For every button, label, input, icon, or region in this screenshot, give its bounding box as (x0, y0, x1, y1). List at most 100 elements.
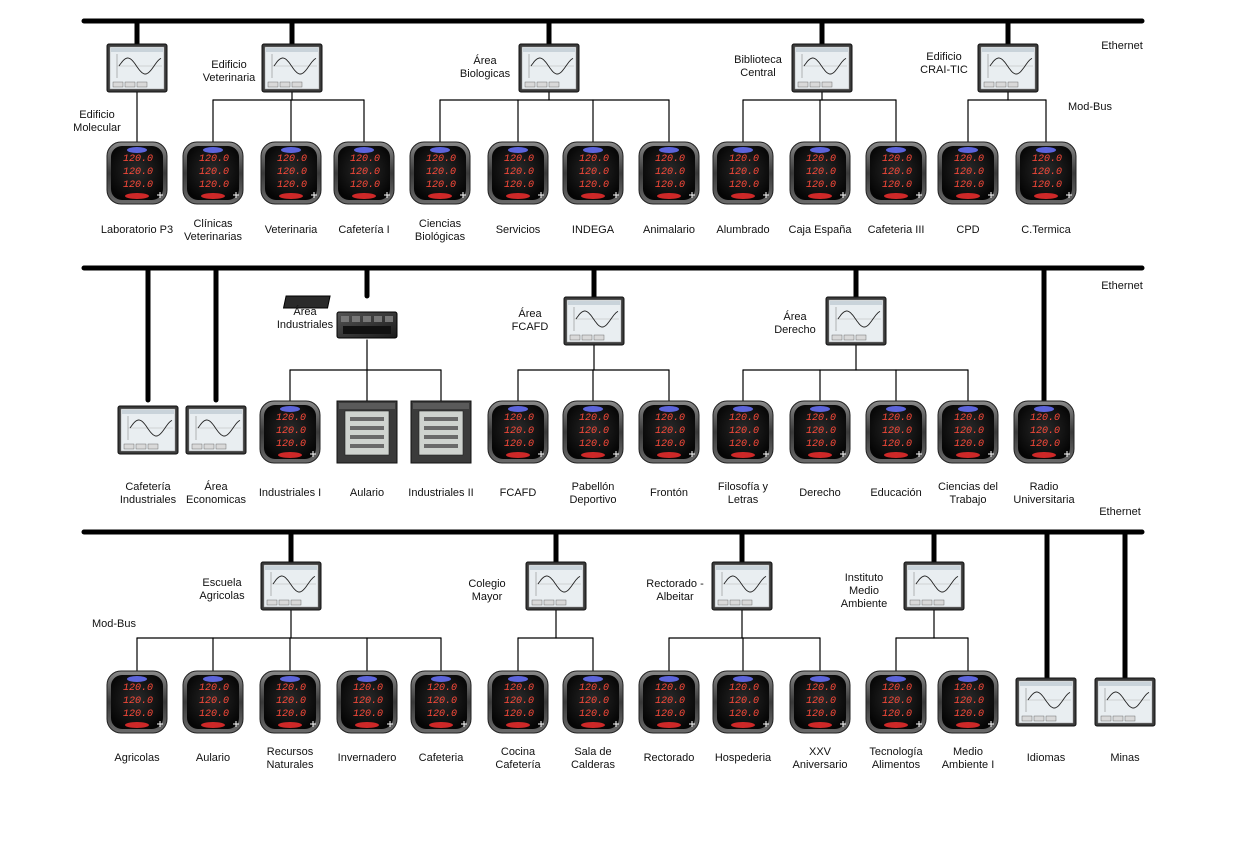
meter-label-row1-6: INDEGA (571, 224, 615, 236)
ethernet-label-3: Ethernet (1099, 506, 1141, 518)
sine-wave-icon (118, 57, 162, 75)
meter-reading: 120.0 (579, 426, 609, 437)
meter-reading: 120.0 (882, 413, 912, 424)
meter-reading: 120.0 (276, 439, 306, 450)
meter-reading: 120.0 (276, 696, 306, 707)
meter-reading: 120.0 (199, 154, 229, 165)
meter-reading: 120.0 (882, 709, 912, 720)
meter-reading: 120.0 (123, 167, 153, 178)
gateway-display-row3-1 (525, 561, 587, 611)
meter-reading: 120.0 (806, 413, 836, 424)
meter-label-row1-4: Ciencias Biológicas (414, 218, 466, 243)
meter-reading: 120.0 (655, 413, 685, 424)
meter-reading: 120.0 (806, 439, 836, 450)
meter-reading: 120.0 (276, 709, 306, 720)
meter-reading: 120.0 (655, 439, 685, 450)
meter-reading: 120.0 (1032, 167, 1062, 178)
meter-reading: 120.0 (426, 180, 456, 191)
sine-wave-icon (537, 575, 581, 593)
modbus-label-1: Mod-Bus (1067, 101, 1113, 113)
meter-reading: 120.0 (426, 167, 456, 178)
meter-reading: 120.0 (954, 167, 984, 178)
meter-reading: 120.0 (882, 180, 912, 191)
meter-reading: 120.0 (729, 426, 759, 437)
meter-reading: 120.0 (954, 696, 984, 707)
device-label-row2-9: Derecho (799, 487, 841, 499)
energy-meter-row1-11: 120.0 120.0 120.0 (937, 141, 999, 205)
meter-reading: 120.0 (729, 154, 759, 165)
meter-label-row1-12: C.Termica (1021, 224, 1071, 236)
device-label-row3-1: Aulario (195, 752, 231, 764)
meter-reading: 120.0 (123, 709, 153, 720)
meter-reading: 120.0 (199, 696, 229, 707)
panel-meter-row2-4 (410, 400, 472, 464)
meter-reading: 120.0 (427, 683, 457, 694)
gateway-label-row3-0: Escuela Agricolas (199, 577, 245, 602)
gateway-label-row1-0: Edificio Molecular (73, 109, 121, 134)
sine-wave-icon (530, 57, 574, 75)
meter-label-row1-5: Servicios (495, 224, 541, 236)
meter-reading: 120.0 (277, 167, 307, 178)
meter-reading: 120.0 (954, 180, 984, 191)
device-label-row2-2: Industriales I (258, 487, 322, 499)
device-label-row2-1: Área Economicas (186, 481, 246, 506)
energy-meter-row2-7: 120.0 120.0 120.0 (638, 400, 700, 464)
meter-reading: 120.0 (729, 413, 759, 424)
sine-wave-icon (272, 575, 316, 593)
meter-reading: 120.0 (954, 709, 984, 720)
meter-reading: 120.0 (350, 167, 380, 178)
meter-reading: 120.0 (954, 154, 984, 165)
meter-label-row1-10: Cafeteria III (867, 224, 925, 236)
meter-reading: 120.0 (427, 709, 457, 720)
meter-reading: 120.0 (277, 180, 307, 191)
meter-reading: 120.0 (276, 683, 306, 694)
gateway-display-row1-4 (977, 43, 1039, 93)
meter-reading: 120.0 (655, 154, 685, 165)
meter-label-row1-1: Clínicas Veterinarias (183, 218, 243, 243)
device-label-row2-3: Aulario (349, 487, 385, 499)
sine-wave-icon (197, 419, 241, 437)
ethernet-label-1: Ethernet (1101, 40, 1143, 52)
meter-reading: 120.0 (199, 167, 229, 178)
meter-reading: 120.0 (579, 167, 609, 178)
device-label-row3-0: Agricolas (114, 752, 160, 764)
energy-meter-row3-2: 120.0 120.0 120.0 (259, 670, 321, 734)
meter-reading: 120.0 (353, 709, 383, 720)
meter-reading: 120.0 (655, 683, 685, 694)
gateway-label-row3-1: Colegio Mayor (468, 578, 506, 603)
device-label-row3-6: Sala de Calderas (570, 746, 616, 771)
meter-reading: 120.0 (123, 180, 153, 191)
meter-reading: 120.0 (655, 426, 685, 437)
meter-reading: 120.0 (655, 709, 685, 720)
meter-reading: 120.0 (882, 439, 912, 450)
gateway-display-cafeteria-industriales (117, 405, 179, 455)
gateway-display-row3-direct-12 (1015, 677, 1077, 727)
meter-reading: 120.0 (655, 167, 685, 178)
meter-label-row1-8: Alumbrado (716, 224, 770, 236)
meter-reading: 120.0 (729, 167, 759, 178)
meter-reading: 120.0 (123, 696, 153, 707)
device-label-row3-13: Minas (1110, 752, 1140, 764)
device-label-row3-8: Hospederia (714, 752, 772, 764)
ethernet-label-2: Ethernet (1101, 280, 1143, 292)
gateway-display-row1-1 (261, 43, 323, 93)
meter-reading: 120.0 (276, 413, 306, 424)
meter-reading: 120.0 (954, 413, 984, 424)
sine-wave-icon (723, 575, 767, 593)
meter-reading: 120.0 (350, 180, 380, 191)
device-label-row2-0: Cafetería Industriales (119, 481, 177, 506)
meter-reading: 120.0 (882, 696, 912, 707)
gateway-display-row2-derecho (825, 296, 887, 346)
